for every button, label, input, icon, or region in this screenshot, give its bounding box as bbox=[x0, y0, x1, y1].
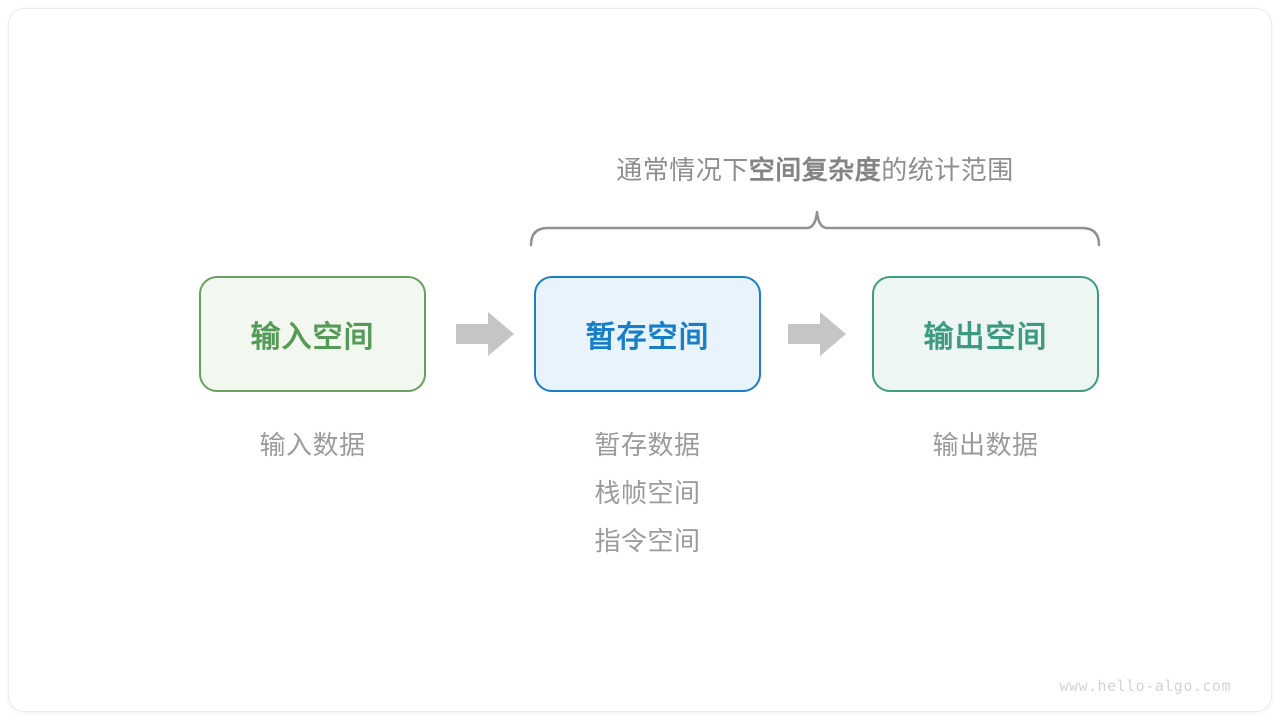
box-output-space: 输出空间 bbox=[872, 276, 1099, 392]
scope-brace bbox=[529, 210, 1101, 247]
notes-output: 输出数据 bbox=[872, 421, 1099, 469]
arrow-right-icon bbox=[788, 312, 846, 356]
diagram-card: 通常情况下空间复杂度的统计范围 输入空间 暂存空间 输出空间 输入数据 暂存数据… bbox=[8, 8, 1272, 712]
box-input-space-label: 输入空间 bbox=[250, 321, 375, 354]
note-output-data: 输出数据 bbox=[932, 430, 1039, 460]
title-prefix: 通常情况下 bbox=[616, 155, 749, 185]
diagram-title: 通常情况下空间复杂度的统计范围 bbox=[515, 154, 1115, 186]
note-stack-frame-space: 栈帧空间 bbox=[594, 478, 701, 508]
title-emphasis: 空间复杂度 bbox=[748, 155, 882, 185]
note-instruction-space: 指令空间 bbox=[594, 526, 701, 556]
notes-input: 输入数据 bbox=[199, 421, 426, 469]
note-temp-data: 暂存数据 bbox=[594, 430, 701, 460]
watermark: www.hello-algo.com bbox=[1059, 677, 1231, 695]
box-temporary-space: 暂存空间 bbox=[534, 276, 761, 392]
notes-temporary: 暂存数据 栈帧空间 指令空间 bbox=[534, 421, 761, 565]
note-input-data: 输入数据 bbox=[259, 430, 366, 460]
box-input-space: 输入空间 bbox=[199, 276, 426, 392]
box-temporary-space-label: 暂存空间 bbox=[585, 321, 710, 354]
box-output-space-label: 输出空间 bbox=[923, 321, 1048, 354]
arrow-right-icon bbox=[456, 312, 514, 356]
title-suffix: 的统计范围 bbox=[881, 155, 1014, 185]
